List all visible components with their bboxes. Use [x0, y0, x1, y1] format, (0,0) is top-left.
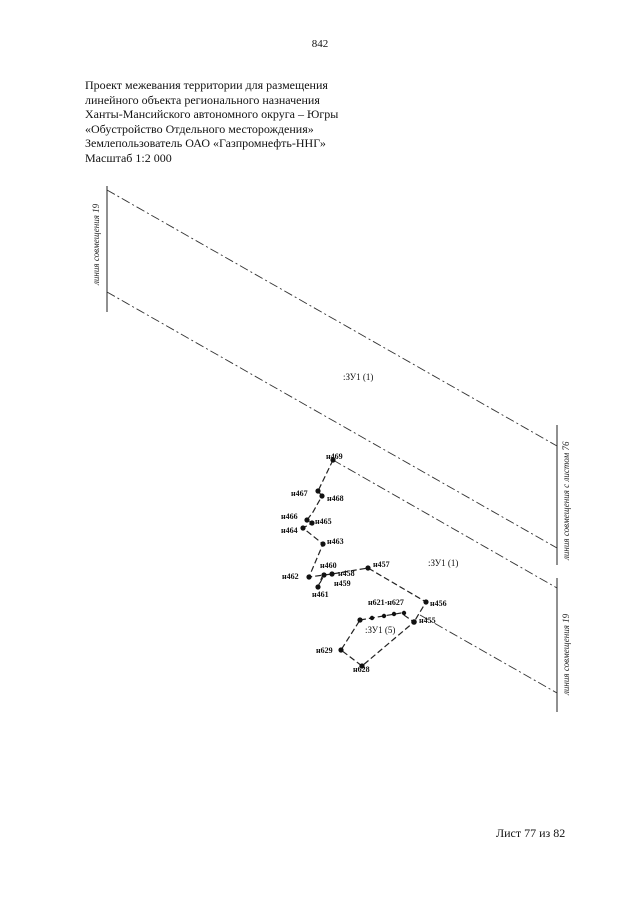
title-line: Проект межевания территории для размещен… — [85, 78, 328, 92]
title-line: Ханты-Мансийского автономного округа – Ю… — [85, 107, 339, 121]
point-marker — [411, 619, 417, 625]
point-marker — [357, 617, 363, 623]
point-marker — [369, 615, 375, 621]
point-label: н460 — [320, 561, 337, 570]
point-label: н466 — [281, 512, 298, 521]
zone-label-mid: :ЗУ1 (1) — [428, 558, 458, 568]
point-label: н457 — [373, 560, 390, 569]
zone-label-top: :ЗУ1 (1) — [343, 372, 373, 382]
point-marker — [381, 613, 387, 619]
point-label: н459 — [334, 579, 351, 588]
point-label: н458 — [338, 569, 355, 578]
corridor-lower-boundary — [332, 459, 558, 589]
scale-line: Масштаб 1:2 000 — [85, 150, 172, 165]
point-marker — [320, 541, 326, 547]
point-marker — [321, 572, 327, 578]
point-marker — [365, 565, 371, 571]
point-marker — [315, 584, 321, 590]
small-parcel-boundary — [340, 612, 415, 667]
point-label: н628 — [353, 665, 370, 674]
point-marker — [315, 488, 321, 494]
point-marker — [306, 574, 312, 580]
point-marker — [304, 517, 310, 523]
point-label: н621-н627 — [368, 598, 404, 607]
point-label: н461 — [312, 590, 329, 599]
corridor-top-boundary — [106, 189, 558, 447]
point-marker — [329, 571, 335, 577]
left-match-label: линия совмещения 19 — [91, 203, 101, 286]
point-marker — [300, 525, 306, 531]
point-label: н462 — [282, 572, 299, 581]
page-number: 842 — [311, 38, 329, 50]
point-marker — [309, 520, 315, 526]
title-line: «Обустройство Отдельного месторождения» — [85, 121, 314, 136]
point-marker — [330, 457, 336, 463]
sheet-number: Лист 77 из 82 — [496, 826, 566, 840]
title-line: Землепользователь ОАО «Газпромнефть-ННГ» — [85, 136, 326, 150]
point-label: н463 — [327, 537, 344, 546]
point-marker — [319, 493, 325, 499]
title-line: линейного объекта регионального назначен… — [85, 92, 320, 107]
boundary-points — [300, 457, 429, 669]
point-label: н468 — [327, 494, 344, 503]
right-match-label-bottom: линия совмещения 19 — [561, 613, 571, 696]
point-label: н464 — [281, 526, 298, 535]
corridor-lower-bottom — [419, 614, 558, 694]
point-marker — [423, 599, 429, 605]
point-label: н467 — [291, 489, 308, 498]
corridor-bottom-boundary — [106, 291, 558, 549]
point-marker — [338, 647, 344, 653]
title-block: Проект межевания территории для размещен… — [85, 78, 338, 165]
point-marker — [391, 611, 397, 617]
point-label: н469 — [326, 452, 343, 461]
point-label: н465 — [315, 517, 332, 526]
point-marker — [401, 610, 407, 616]
zone-label-small: :ЗУ1 (5) — [365, 625, 395, 635]
point-label: н455 — [419, 616, 436, 625]
point-marker — [359, 663, 365, 669]
point-label: н629 — [316, 646, 333, 655]
right-match-label-top: линия совмещения с листом 76 — [561, 441, 571, 561]
point-label: н456 — [430, 599, 447, 608]
